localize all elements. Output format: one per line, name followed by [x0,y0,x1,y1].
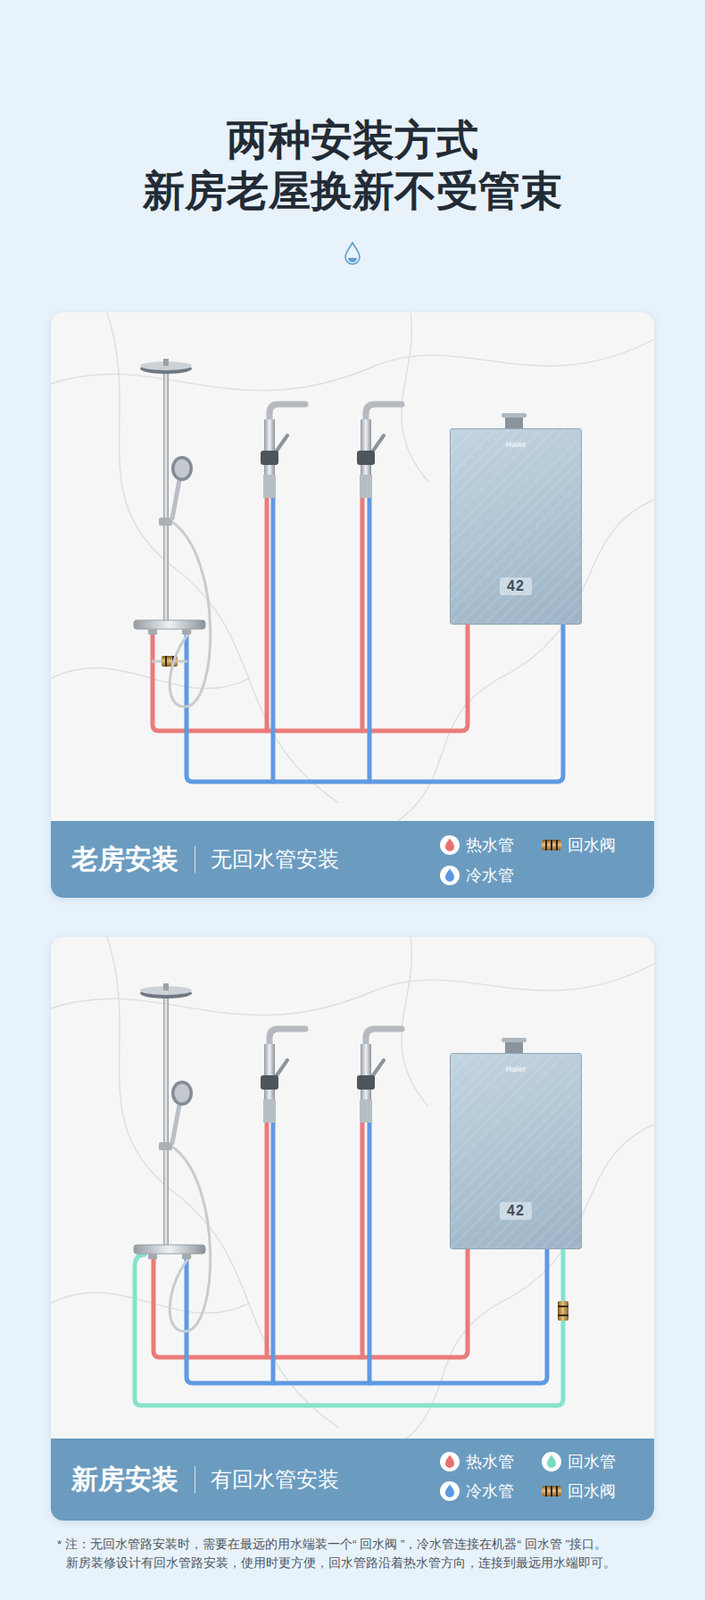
valve-band [555,1485,558,1497]
pipes [153,1249,468,1358]
swatch-ground [439,865,460,886]
legend-item: 热水管 [439,834,515,856]
swatch-drop [445,869,455,883]
legend-text: 热水管 [465,834,515,856]
legend-swatch [439,1451,461,1473]
marble-veins [50,312,655,830]
valve-body [541,839,562,851]
valve-band [545,1485,548,1497]
legend-text: 回水阀 [567,834,616,856]
swatch-drop [445,838,455,853]
card [50,312,655,898]
marble-veins [107,937,340,1428]
legend-item: 回水阀 [540,834,616,856]
marble-veins [50,937,655,1455]
pipes [152,624,468,731]
swatch-ground [439,1481,460,1502]
legend-text: 冷水管 [465,864,515,887]
footnote: 新房装修设计有回水管路安装，使用时更方便，回水管路沿着热水管方向，连接到最远用水… [66,1555,697,1572]
valve-band [555,839,558,851]
pipes [134,1249,564,1406]
legend-text: 回水管 [567,1451,616,1473]
return-valve [165,655,167,667]
legend-swatch [540,1451,563,1473]
footnote: * 注：无回水管路安装时，需要在最远的用水端装一个“ 回水阀 ”，冷水管连接在机… [57,1536,697,1553]
display-reading: 42 [499,1202,532,1220]
valve-swatch [540,1480,563,1502]
legend-item: 回水管 [540,1451,616,1473]
pipes [186,624,564,782]
swatch-drop [547,1455,556,1469]
page-title: 两种安装方式 新房老屋换新不受管束 [84,114,621,216]
swatch-drop [445,1455,455,1469]
legend-item: 冷水管 [439,1480,515,1502]
band-subtitle: 无回水管安装 [194,846,340,873]
legend-text: 热水管 [465,1451,515,1473]
display-reading: 42 [499,577,532,596]
band-subtitle: 有回水管安装 [194,1466,340,1493]
legend-item: 回水阀 [540,1480,616,1502]
pipes [273,497,370,782]
marble-veins [401,937,429,1107]
marble-veins [50,1292,250,1313]
pipes [266,1122,363,1358]
swatch-ground [439,835,460,855]
brand-logo: Haier [505,1064,527,1074]
pipes [273,1122,370,1384]
valve-swatch [540,834,563,856]
water-heater: Haier 42 [449,1053,582,1250]
band-heading: 新房安装 [71,1461,179,1499]
drop-icon [345,242,360,265]
title-band: 老房安装无回水管安装 [50,821,655,898]
valve-band [550,839,553,851]
pipes [186,1249,548,1384]
legend-text: 回水阀 [567,1480,616,1502]
drop-icon [348,257,357,263]
legend-item: 热水管 [439,1451,515,1473]
legend-swatch [439,834,461,856]
swatch-ground [541,1451,562,1472]
legend-swatch [439,864,461,887]
valve-band [550,1485,553,1497]
legend-text: 冷水管 [465,1480,515,1502]
brand-logo: Haier [505,439,527,449]
water-heater: Haier 42 [449,428,582,625]
return-valve [557,1301,569,1321]
legend-item: 冷水管 [439,864,515,887]
swatch-ground [439,1451,460,1472]
valve-band [545,839,548,851]
legend-swatch [439,1480,461,1502]
valve-body [541,1485,562,1497]
pipes [266,497,363,731]
swatch-drop [445,1484,455,1499]
return-valve [557,1314,569,1317]
band-heading: 老房安装 [71,841,179,879]
marble-veins [401,312,429,482]
card [50,937,655,1521]
return-valve [557,1305,569,1308]
title-band: 新房安装有回水管安装 [50,1438,655,1521]
